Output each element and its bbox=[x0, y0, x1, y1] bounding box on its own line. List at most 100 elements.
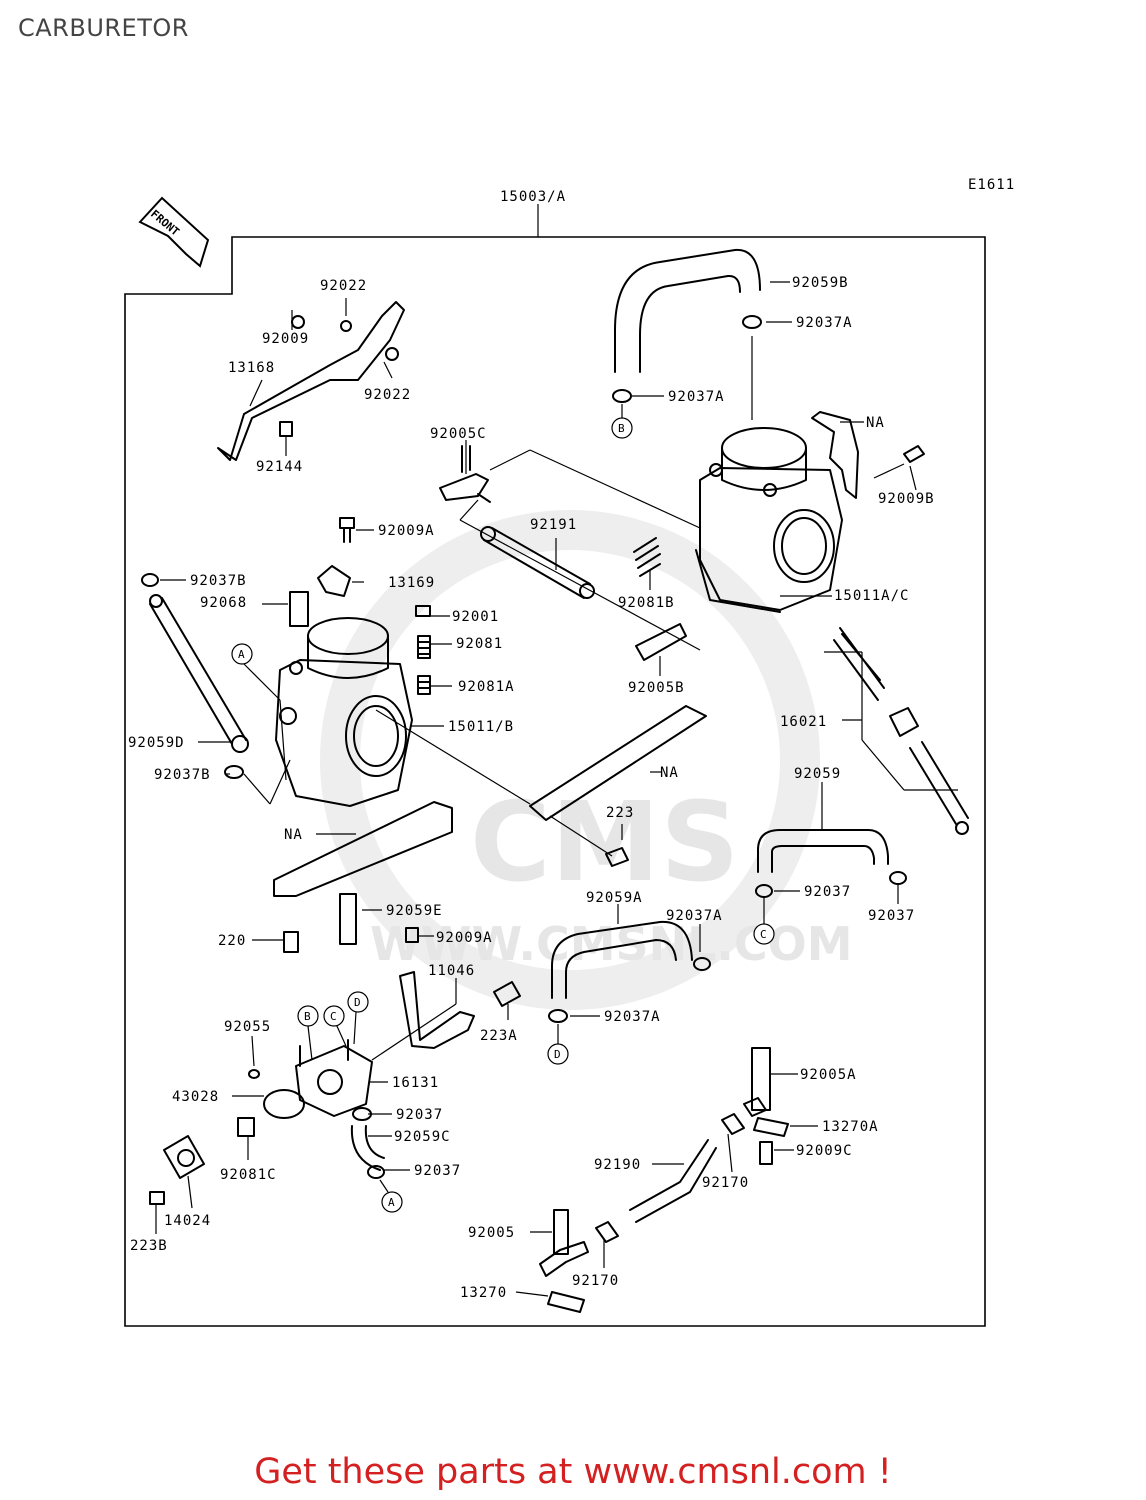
part-label: 92005B bbox=[628, 680, 685, 696]
carburetor-15011-B bbox=[275, 617, 413, 807]
svg-text:D: D bbox=[354, 996, 361, 1009]
part-label: 223 bbox=[606, 805, 634, 821]
screw-92009A bbox=[339, 517, 355, 543]
part-label: 223B bbox=[130, 1238, 168, 1254]
part-label: 92009C bbox=[796, 1143, 853, 1159]
svg-text:D: D bbox=[554, 1048, 561, 1061]
bolt-223 bbox=[605, 847, 629, 867]
part-label: 92068 bbox=[200, 595, 247, 611]
hose-92191 bbox=[483, 527, 591, 599]
circle-refs: B A C B C D D A bbox=[231, 417, 775, 1213]
clip-92170-lower bbox=[595, 1221, 619, 1243]
part-label: 92037 bbox=[868, 908, 915, 924]
watermark-brand: CMS bbox=[470, 778, 739, 906]
circle-ref-D-upper: D bbox=[547, 1043, 569, 1065]
part-labels: 15003/A 92059B 92037A 92037A NA 92009B 9… bbox=[128, 189, 935, 1301]
watermark-url: WWW.CMSNL.COM bbox=[370, 917, 853, 971]
part-label: 92144 bbox=[256, 459, 303, 475]
clamp-13270 bbox=[547, 1291, 585, 1313]
part-label: 92037 bbox=[414, 1163, 461, 1179]
clip-13169 bbox=[317, 565, 351, 597]
bracket-11046 bbox=[399, 971, 475, 1049]
part-label: 16021 bbox=[780, 714, 827, 730]
part-label: 92037B bbox=[190, 573, 247, 589]
part-label: 13169 bbox=[388, 575, 435, 591]
screw-92009C bbox=[759, 1141, 773, 1165]
part-label: 92059A bbox=[586, 890, 643, 906]
part-label: 92009 bbox=[262, 331, 309, 347]
part-label: 15003/A bbox=[500, 189, 566, 205]
part-label: 15011A/C bbox=[834, 588, 909, 604]
diaphragm-43028 bbox=[263, 1089, 305, 1119]
clip-92170-upper bbox=[721, 1113, 745, 1135]
part-label: 92059 bbox=[794, 766, 841, 782]
cap-92068 bbox=[289, 591, 309, 627]
group-frame bbox=[124, 236, 986, 1327]
part-label: NA bbox=[284, 827, 303, 843]
hose-92059D bbox=[149, 597, 247, 745]
part-label: 92005A bbox=[800, 1067, 857, 1083]
circle-ref-D-lower: D bbox=[347, 991, 369, 1013]
part-label: 92081A bbox=[458, 679, 515, 695]
part-label: 13270A bbox=[822, 1119, 879, 1135]
part-label: 92081 bbox=[456, 636, 503, 652]
parts-diagram: CMS WWW.CMSNL.COM E1611 FRONT bbox=[124, 177, 1015, 1327]
circle-ref-B-lower: B bbox=[297, 1005, 319, 1027]
linkage-NA-right bbox=[529, 705, 707, 821]
part-label: 92055 bbox=[224, 1019, 271, 1035]
part-label: 43028 bbox=[172, 1089, 219, 1105]
part-label: 92037 bbox=[804, 884, 851, 900]
hose-92059 bbox=[757, 829, 889, 873]
fitting-92005C bbox=[439, 445, 491, 503]
part-label: 223A bbox=[480, 1028, 518, 1044]
hose-92190 bbox=[629, 1139, 717, 1223]
cover-14024 bbox=[163, 1135, 205, 1179]
part-label: NA bbox=[866, 415, 885, 431]
circle-ref-C-lower: C bbox=[323, 1005, 345, 1027]
bracket-NA-top bbox=[811, 411, 859, 499]
svg-text:A: A bbox=[238, 648, 245, 661]
part-label: 92191 bbox=[530, 517, 577, 533]
part-label: 92190 bbox=[594, 1157, 641, 1173]
part-label: 220 bbox=[218, 933, 246, 949]
part-label: 92059C bbox=[394, 1129, 451, 1145]
tube-92059E bbox=[339, 893, 357, 945]
linkage-NA-left bbox=[273, 801, 453, 897]
svg-text:C: C bbox=[760, 928, 767, 941]
part-label: 92037A bbox=[668, 389, 725, 405]
spring-16021 bbox=[833, 627, 885, 701]
part-label: 92081B bbox=[618, 595, 675, 611]
spring-92081A bbox=[417, 675, 431, 695]
cta-link[interactable]: Get these parts at www.cmsnl.com ! bbox=[254, 1452, 892, 1492]
fitting-92005A bbox=[743, 1047, 771, 1117]
spring-92081B bbox=[633, 537, 661, 577]
svg-text:C: C bbox=[330, 1010, 337, 1023]
part-label: 92059E bbox=[386, 903, 443, 919]
carburetor-15011A-C bbox=[695, 427, 843, 613]
part-label: NA bbox=[660, 765, 679, 781]
bracket-13168 bbox=[217, 301, 405, 461]
part-label: 92009A bbox=[436, 930, 493, 946]
circle-ref-A-lower: A bbox=[381, 1191, 403, 1213]
parts bbox=[141, 248, 969, 1313]
hose-92059A bbox=[551, 920, 693, 999]
page-title: CARBURETOR bbox=[18, 14, 189, 42]
part-label: 92009A bbox=[378, 523, 435, 539]
part-label: 92009B bbox=[878, 491, 935, 507]
fuel-cock-16131 bbox=[295, 1039, 373, 1117]
part-label: 13168 bbox=[228, 360, 275, 376]
circle-ref-A-upper: A bbox=[231, 643, 253, 665]
figure-code: E1611 bbox=[968, 177, 1015, 193]
circle-ref-C-upper: C bbox=[753, 923, 775, 945]
part-label: 15011/B bbox=[448, 719, 514, 735]
part-label: 92081C bbox=[220, 1167, 277, 1183]
part-label: 92037A bbox=[604, 1009, 661, 1025]
part-label: 92059D bbox=[128, 735, 185, 751]
circle-ref-B-upper: B bbox=[611, 417, 633, 439]
watermark: CMS WWW.CMSNL.COM bbox=[320, 510, 853, 1010]
clamp-13270A bbox=[753, 1117, 789, 1137]
part-label: 11046 bbox=[428, 963, 475, 979]
part-label: 92170 bbox=[572, 1273, 619, 1289]
svg-text:B: B bbox=[304, 1010, 311, 1023]
part-label: 92037 bbox=[396, 1107, 443, 1123]
